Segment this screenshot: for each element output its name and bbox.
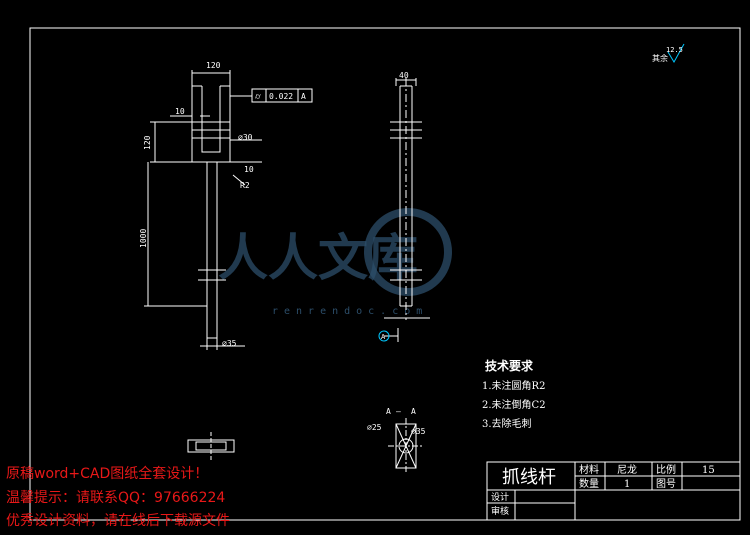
design-label: 设计 — [491, 491, 509, 503]
scale-label: 比例 — [656, 463, 676, 476]
material-label: 材料 — [579, 463, 599, 476]
dim-top-width: 120 — [206, 61, 221, 70]
promo-line-2: 温馨提示：请联系QQ：97666224 — [6, 490, 226, 506]
end-view — [187, 432, 235, 460]
tech-req-item-1: 1.未注圆角R2 — [482, 379, 545, 392]
part-name: 抓线杆 — [502, 467, 556, 488]
dim-hole-dia: ⌀30 — [238, 133, 253, 142]
tolerance-datum: A — [301, 92, 306, 101]
dim-right-step: 10 — [244, 165, 254, 174]
tech-req-item-3: 3.去除毛刺 — [482, 417, 532, 430]
sheet-border — [29, 27, 741, 521]
watermark: 人人文库 renrendoc.com — [218, 208, 452, 317]
dim-section-d2: ⌀35 — [411, 427, 426, 436]
section-left-label: A — [386, 407, 391, 416]
tech-req-title: 技术要求 — [485, 358, 534, 373]
dim-section-d1: ⌀25 — [367, 423, 382, 432]
datum-mark: A — [378, 330, 390, 342]
section-separator: — — [396, 407, 401, 416]
tech-requirements: 技术要求 1.未注圆角R2 2.未注倒角C2 3.去除毛刺 — [482, 358, 546, 430]
tolerance-frame: ⌭ 0.022 A — [251, 88, 313, 103]
surface-finish-label: 其余 — [652, 53, 668, 63]
dim-head-height: 120 — [143, 135, 152, 150]
tolerance-value: 0.022 — [269, 92, 293, 101]
scale-value: 15 — [702, 465, 715, 476]
review-label: 审核 — [491, 505, 509, 517]
drawing-no-label: 图号 — [656, 478, 676, 490]
dim-side-width: 40 — [399, 71, 409, 80]
dim-shaft-length: 1000 — [139, 229, 148, 248]
material-value: 尼龙 — [617, 463, 637, 476]
watermark-brand: 人人文库 — [218, 229, 418, 287]
tolerance-symbol: ⌭ — [255, 92, 261, 101]
qty-value: 1 — [624, 479, 630, 490]
promo-line-3: 优秀设计资料，请在线后下载源文件 — [6, 513, 230, 529]
section-view: A — A ⌀25 ⌀35 — [367, 407, 426, 474]
dim-shaft-dia: ⌀35 — [222, 339, 237, 348]
side-view — [384, 78, 430, 342]
dim-flange: 10 — [175, 107, 185, 116]
watermark-url: renrendoc.com — [272, 306, 428, 317]
promo-line-1: 原稿word+CAD图纸全套设计！ — [6, 466, 209, 482]
qty-label: 数量 — [579, 477, 599, 490]
dim-fillet: R2 — [240, 181, 250, 190]
section-right-label: A — [411, 407, 416, 416]
datum-letter: A — [381, 333, 386, 341]
tech-req-item-2: 2.未注倒角C2 — [482, 398, 546, 411]
title-block: 抓线杆 材料 尼龙 比例 15 数量 1 图号 设计 审核 — [486, 461, 741, 521]
surface-finish: 其余 12.5 — [652, 43, 685, 63]
surface-finish-value: 12.5 — [666, 46, 683, 54]
front-view — [144, 70, 262, 350]
